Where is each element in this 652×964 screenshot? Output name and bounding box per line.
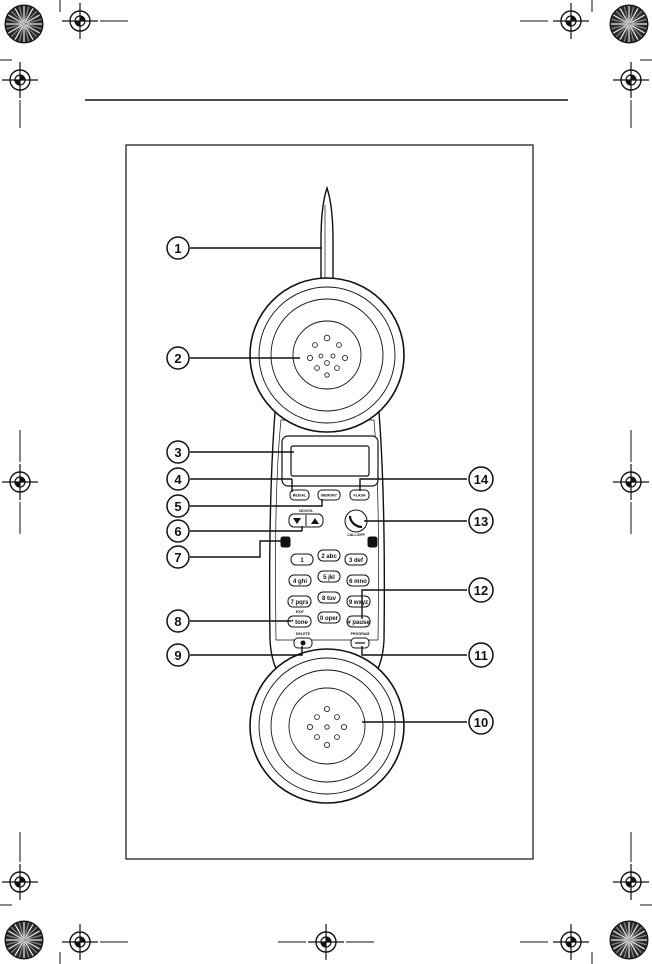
registration-mark [2,864,38,900]
svg-text:12: 12 [474,583,488,598]
svg-text:1: 1 [174,241,181,256]
star-target-bottom-right [610,921,648,959]
svg-text:3 def: 3 def [349,558,364,564]
callout-6: 6 [167,520,189,542]
registration-mark [62,3,98,39]
svg-text:5: 5 [174,499,181,514]
registration-mark [2,62,38,98]
svg-text:CID/VOL: CID/VOL [299,509,314,513]
svg-text:13: 13 [474,514,488,529]
callout-5: 5 [167,495,189,517]
star-target-top-left [5,5,43,43]
registration-mark [553,924,589,960]
svg-text:9 wxyz: 9 wxyz [349,600,368,606]
svg-text:8: 8 [174,614,181,629]
callout-11: 11 [469,643,493,667]
registration-mark [308,924,344,960]
registration-mark [613,62,649,98]
svg-text:2: 2 [174,351,181,366]
svg-text:FLASH: FLASH [354,494,366,498]
earpiece [250,278,404,432]
svg-text:# pause: # pause [347,620,370,626]
svg-text:0 oper: 0 oper [320,616,339,622]
svg-text:6 mno: 6 mno [349,579,367,585]
svg-text:14: 14 [474,472,489,487]
svg-text:* tone: * tone [291,620,308,626]
callout-3: 3 [167,441,189,463]
svg-text:EXIT: EXIT [296,610,305,614]
left-side-button[interactable] [281,537,290,547]
callout-4: 4 [167,468,189,490]
svg-text:7 pqrs: 7 pqrs [290,600,309,606]
svg-text:REDIAL: REDIAL [293,494,307,498]
svg-text:6: 6 [174,524,181,539]
registration-mark [613,864,649,900]
svg-text:9: 9 [174,648,181,663]
svg-text:5 jkl: 5 jkl [323,575,335,581]
callout-9: 9 [167,644,189,666]
registration-mark [553,3,589,39]
callout-1: 1 [167,237,189,259]
registration-mark [62,924,98,960]
callout-14: 14 [469,467,493,491]
callout-10: 10 [469,710,493,734]
svg-text:8 tuv: 8 tuv [322,596,337,602]
mouthpiece [250,649,404,803]
callout-13: 13 [469,509,493,533]
svg-text:2 abc: 2 abc [321,554,337,560]
svg-text:4: 4 [174,472,182,487]
star-target-top-right [610,5,648,43]
registration-mark [613,464,649,500]
talk-button[interactable]: CALL/OFF [345,510,367,537]
svg-text:7: 7 [174,550,181,565]
right-side-button[interactable] [368,537,377,547]
callout-2: 2 [167,347,189,369]
star-target-bottom-left [5,921,43,959]
svg-text:CALL/OFF: CALL/OFF [347,533,366,537]
svg-text:MEMORY: MEMORY [321,494,338,498]
handset-drawing: REDIAL MEMORY FLASH CID/VOL CALL/OFF 1 [250,188,404,803]
svg-text:DELETE: DELETE [296,632,311,636]
svg-text:10: 10 [474,715,488,730]
registration-mark [2,464,38,500]
callout-7: 7 [167,546,189,568]
callout-8: 8 [167,610,189,632]
svg-text:PROGRAM: PROGRAM [351,632,370,636]
callout-12: 12 [469,578,493,602]
svg-text:11: 11 [474,648,488,663]
svg-text:4 ghi: 4 ghi [293,579,307,585]
svg-text:3: 3 [174,445,181,460]
